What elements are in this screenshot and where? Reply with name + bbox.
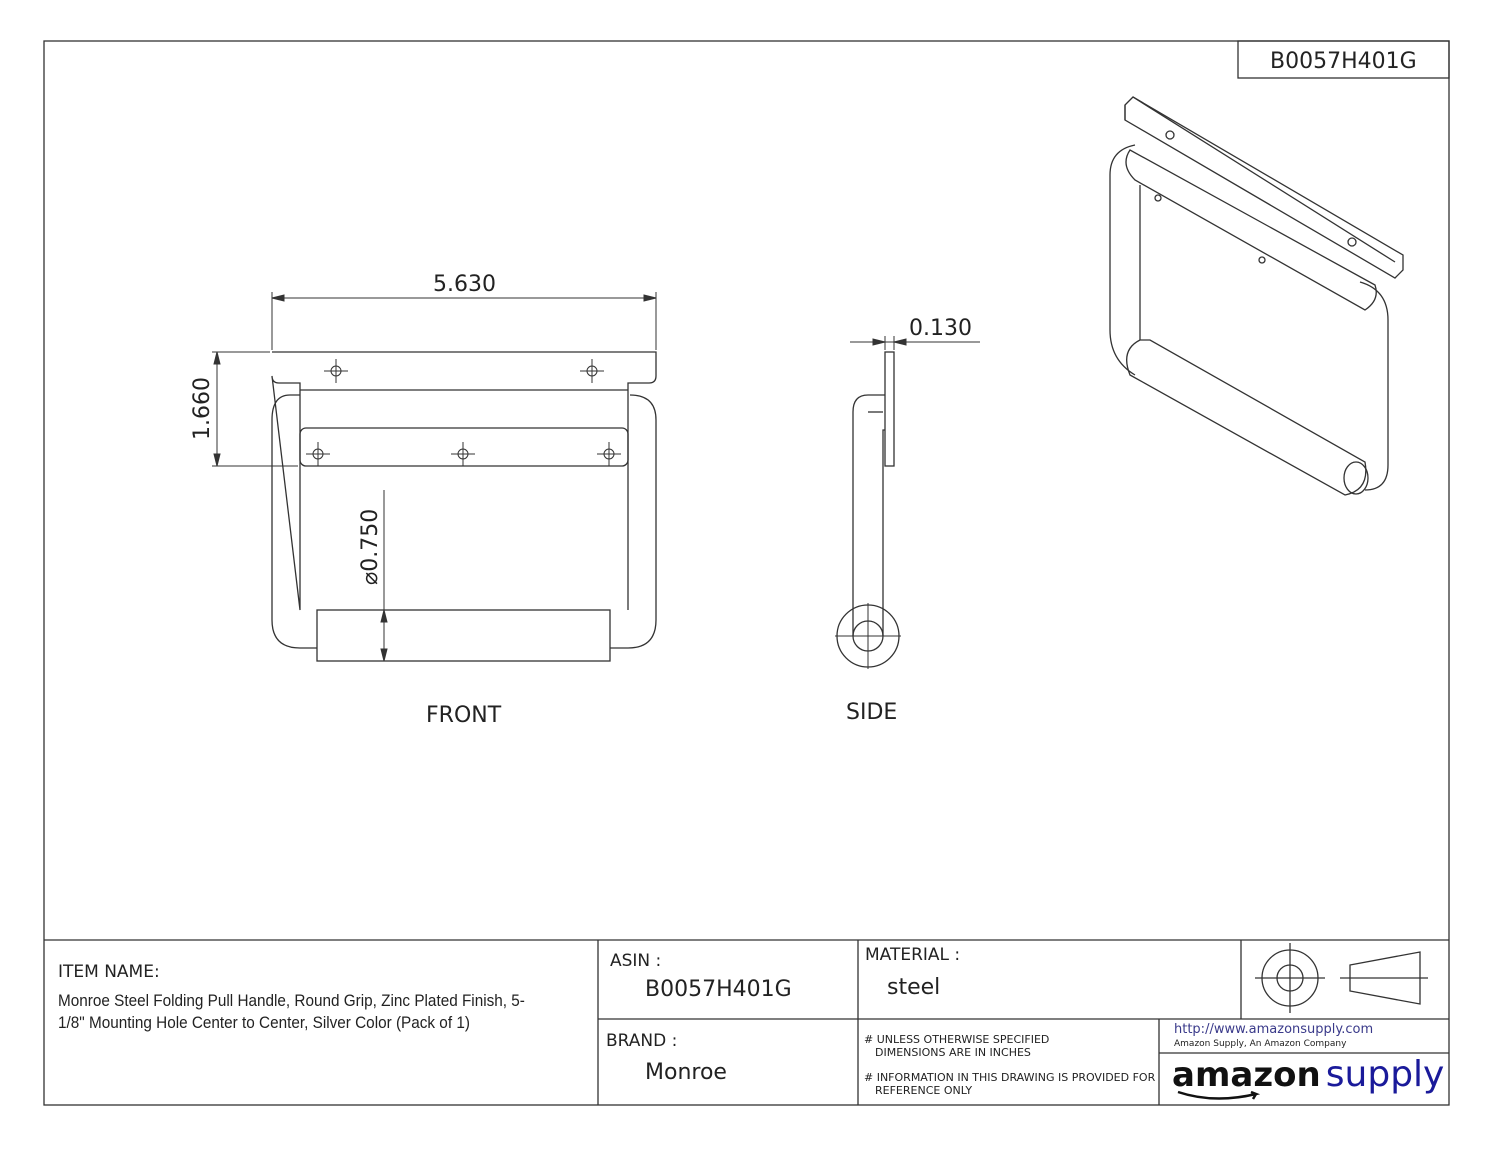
drawing-id: B0057H401G <box>1270 49 1417 74</box>
side-view-label: SIDE <box>846 700 898 725</box>
brand-value: Monroe <box>645 1060 727 1085</box>
logo-amazon-text: amazon <box>1172 1055 1321 1095</box>
asin-label: ASIN : <box>610 951 662 971</box>
asin-value: B0057H401G <box>645 977 792 1002</box>
isometric-view <box>1109 96 1404 496</box>
material-value: steel <box>887 975 941 1000</box>
front-dimensions <box>212 292 657 662</box>
sheet-border <box>43 40 1450 1106</box>
company-tagline: Amazon Supply, An Amazon Company <box>1174 1039 1347 1049</box>
note-reference-line2: REFERENCE ONLY <box>875 1084 973 1097</box>
dimension-height: 1.660 <box>190 377 215 440</box>
title-block-grid <box>44 939 1449 1105</box>
note-units-line1: # UNLESS OTHERWISE SPECIFIED <box>864 1033 1050 1046</box>
dimension-width: 5.630 <box>433 272 496 297</box>
id-box <box>1237 40 1450 79</box>
amazon-smile-icon <box>1177 1090 1261 1100</box>
grip-diameter-value: 0.750 <box>358 508 383 572</box>
front-view-label: FRONT <box>426 703 502 728</box>
projection-symbol-icon <box>1255 943 1428 1013</box>
amazonsupply-link[interactable]: http://www.amazonsupply.com <box>1174 1022 1374 1037</box>
item-name-label: ITEM NAME: <box>58 962 160 982</box>
front-view <box>212 292 657 662</box>
dimension-plate-thickness: 0.130 <box>909 316 972 341</box>
item-name: Monroe Steel Folding Pull Handle, Round … <box>58 991 525 1032</box>
note-reference-line1: # INFORMATION IN THIS DRAWING IS PROVIDE… <box>864 1071 1156 1084</box>
dimension-grip-diameter: ⌀0.750 <box>358 509 383 585</box>
material-label: MATERIAL : <box>865 945 961 965</box>
note-units-line2: DIMENSIONS ARE IN INCHES <box>875 1046 1031 1059</box>
diameter-symbol: ⌀ <box>358 571 383 585</box>
amazon-supply-logo: amazon supply <box>1172 1054 1445 1100</box>
logo-supply-text: supply <box>1325 1054 1445 1095</box>
side-view <box>835 336 980 669</box>
brand-label: BRAND : <box>606 1031 678 1051</box>
note-reference: # INFORMATION IN THIS DRAWING IS PROVIDE… <box>864 1071 1155 1097</box>
